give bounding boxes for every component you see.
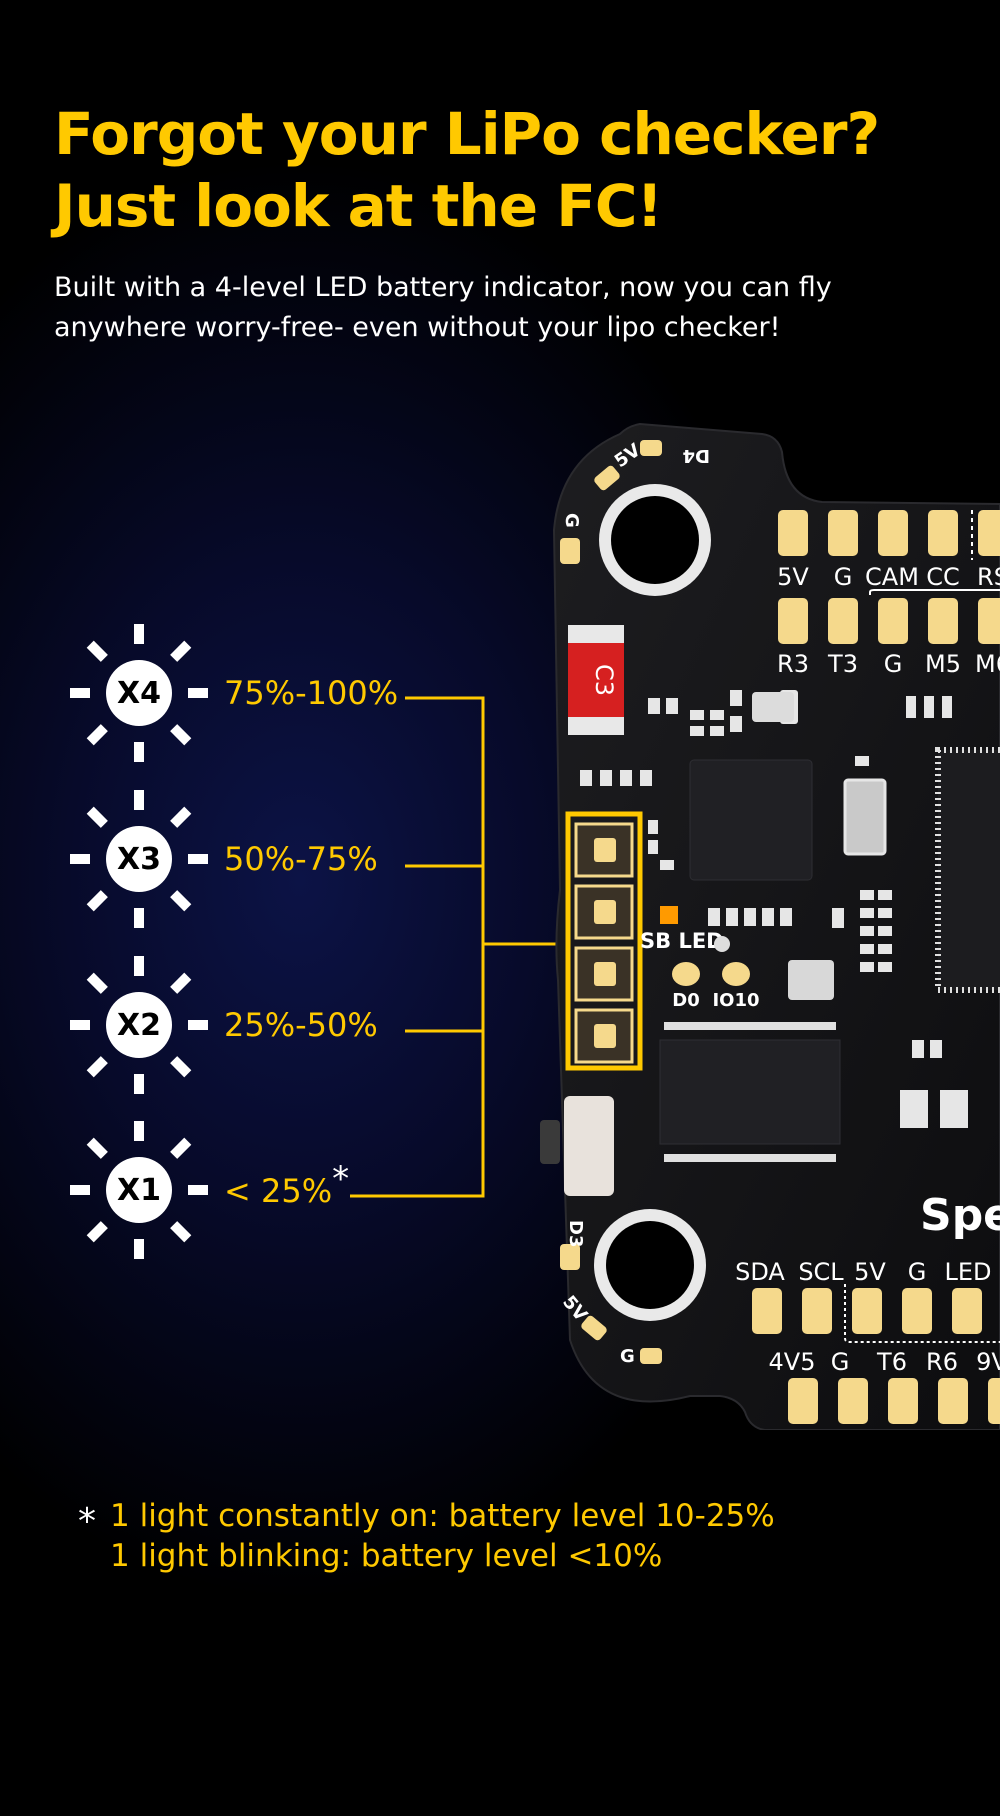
led-level-label: X2: [116, 1007, 161, 1043]
pad-label: 9V: [976, 1348, 1000, 1376]
corner-top-label: D4: [683, 445, 710, 466]
flight-controller-board: 5V D4 G C3 5V G CAM CC RS R3 T3 G M5 M6: [540, 422, 1000, 1430]
pad-label: R6: [926, 1348, 958, 1376]
sun-icon: [70, 790, 208, 928]
led-level-label: X4: [116, 675, 161, 711]
sun-icon: [70, 624, 208, 762]
pad-label: 4V5: [769, 1348, 816, 1376]
pad-label: G: [831, 1348, 850, 1376]
led-level-label: X1: [116, 1172, 161, 1208]
footnote-line-2: 1 light blinking: battery level <10%: [110, 1538, 663, 1574]
headline-line-2: Just look at the FC!: [54, 172, 663, 240]
subtitle-line-1: Built with a 4-level LED battery indicat…: [54, 272, 832, 303]
pad-label: SCL: [798, 1258, 844, 1286]
led-level-1: X1: [64, 1115, 214, 1265]
pad-label: T6: [876, 1348, 907, 1376]
pad-label: G: [834, 563, 853, 591]
subtitle: Built with a 4-level LED battery indicat…: [54, 268, 832, 348]
led-level-label: X3: [116, 841, 161, 877]
led-level-range: 50%-75%: [224, 840, 378, 878]
pad-label: T3: [827, 650, 858, 678]
corner-bottom-label: G: [620, 1346, 635, 1367]
asterisk-marker: *: [332, 1159, 350, 1199]
footnote-marker: *: [78, 1501, 96, 1542]
pad-label: RS: [977, 563, 1000, 591]
corner-top-label: G: [561, 513, 582, 528]
pad-label: IO10: [712, 990, 759, 1011]
led-level-4: X4: [64, 618, 214, 768]
led-level-range: 75%-100%: [224, 674, 399, 712]
corner-bottom-label: D3: [565, 1220, 586, 1247]
led-level-range: < 25%*: [224, 1159, 349, 1211]
pad-label: CC: [926, 563, 960, 591]
headline-line-1: Forgot your LiPo checker?: [54, 100, 880, 168]
footnote-line-1: 1 light constantly on: battery level 10-…: [110, 1498, 775, 1534]
led-level-3: X3: [64, 784, 214, 934]
usb-led-label: SB LED: [640, 929, 724, 953]
pad-label: LED: [944, 1258, 991, 1286]
headline: Forgot your LiPo checker? Just look at t…: [54, 98, 880, 242]
subtitle-line-2: anywhere worry-free- even without your l…: [54, 312, 781, 343]
pad-label: G: [884, 650, 903, 678]
pad-label: R3: [777, 650, 809, 678]
pad-label: SDA: [735, 1258, 785, 1286]
sun-icon: [70, 1121, 208, 1259]
pad-label: M5: [925, 650, 961, 678]
sun-icon: [70, 956, 208, 1094]
pad-label: CAM: [865, 563, 919, 591]
pad-label: 5V: [854, 1258, 886, 1286]
footnote: * 1 light constantly on: battery level 1…: [78, 1496, 775, 1576]
component-label: C3: [590, 664, 618, 696]
pad-label: M6: [975, 650, 1000, 678]
pad-label: D0: [672, 990, 699, 1011]
led-level-2: X2: [64, 950, 214, 1100]
brand-label: Spe: [920, 1190, 1000, 1241]
pad-label: 5V: [777, 563, 809, 591]
led-level-range: 25%-50%: [224, 1006, 378, 1044]
led-level-range-text: < 25%: [224, 1172, 333, 1210]
pad-label: G: [908, 1258, 927, 1286]
